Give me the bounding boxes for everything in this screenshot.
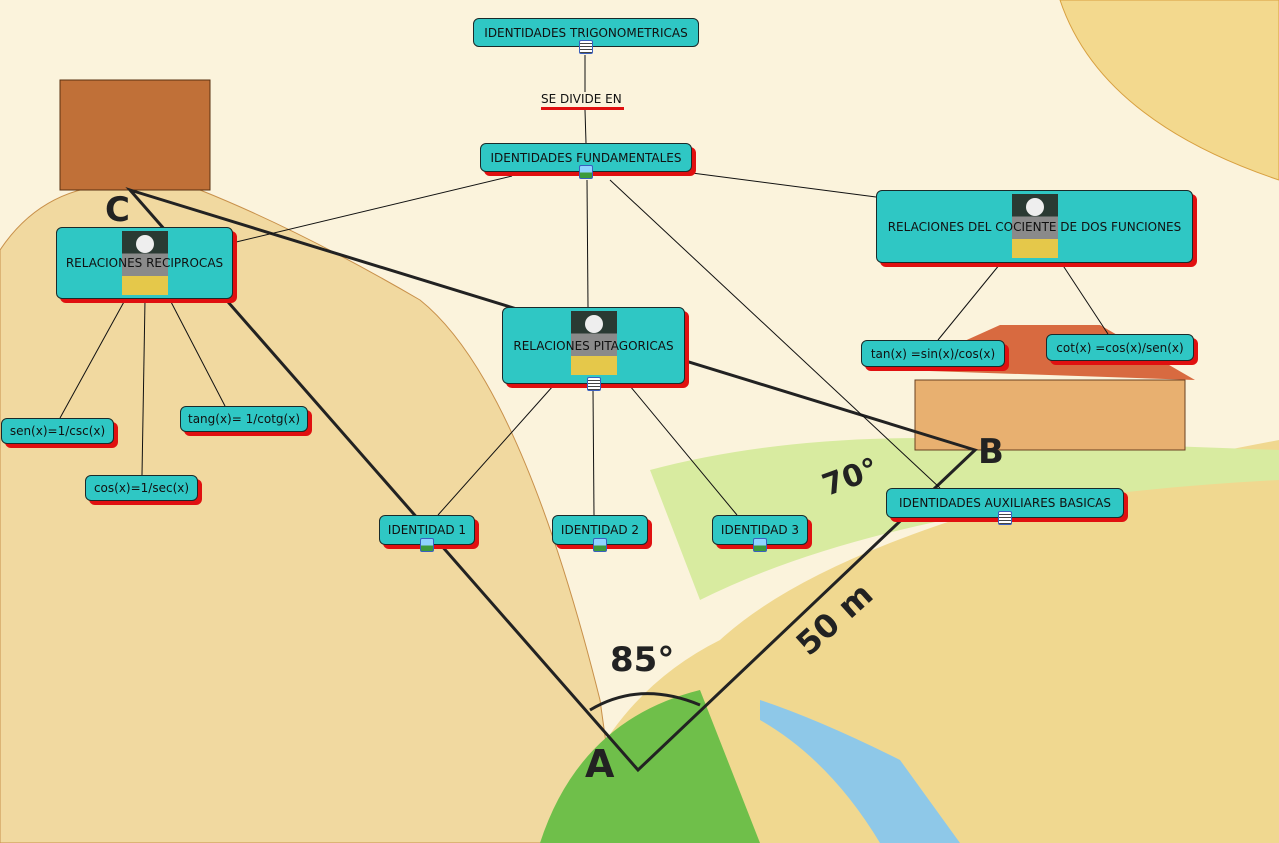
document-resource-icon[interactable]	[579, 40, 593, 54]
linking-phrase-se-divide-en[interactable]: SE DIVIDE EN	[541, 92, 624, 110]
concept-identidad-1[interactable]: IDENTIDAD 1	[379, 515, 475, 552]
einstein-image	[1011, 194, 1058, 258]
concept-label: IDENTIDADES FUNDAMENTALES	[490, 150, 682, 165]
einstein-image	[121, 231, 168, 295]
concept-label: RELACIONES DEL COCIENTE DE DOS FUNCIONES	[887, 219, 1182, 234]
concept-label: sen(x)=1/csc(x)	[9, 424, 106, 438]
angle-a-label: 85°	[610, 640, 675, 680]
concept-label: IDENTIDADES AUXILIARES BASICAS	[898, 496, 1112, 510]
vertex-b-label: B	[978, 432, 1004, 472]
concept-label: tan(x) =sin(x)/cos(x)	[870, 346, 996, 361]
concept-label: RELACIONES RECIPROCAS	[65, 256, 224, 270]
vertex-c-label: C	[105, 190, 130, 230]
concept-sen[interactable]: sen(x)=1/csc(x)	[1, 418, 114, 444]
concept-relaciones-reciprocas[interactable]: RELACIONES RECIPROCAS	[56, 227, 233, 299]
concept-label: IDENTIDAD 1	[387, 523, 467, 537]
concept-label: IDENTIDAD 2	[560, 523, 640, 537]
concept-label: cos(x)=1/sec(x)	[93, 481, 190, 495]
concept-identidades-fundamentales[interactable]: IDENTIDADES FUNDAMENTALES	[480, 143, 692, 179]
document-resource-icon[interactable]	[998, 511, 1012, 525]
concept-identidad-2[interactable]: IDENTIDAD 2	[552, 515, 648, 552]
concept-relaciones-cociente[interactable]: RELACIONES DEL COCIENTE DE DOS FUNCIONES	[876, 190, 1193, 263]
concept-tan[interactable]: tan(x) =sin(x)/cos(x)	[861, 340, 1005, 367]
image-resource-icon[interactable]	[579, 165, 593, 179]
concept-identidades-auxiliares[interactable]: IDENTIDADES AUXILIARES BASICAS	[886, 488, 1124, 525]
resource-icon[interactable]	[586, 377, 601, 391]
concept-cot[interactable]: cot(x) =cos(x)/sen(x)	[1046, 334, 1194, 361]
image-resource-icon[interactable]	[420, 538, 434, 552]
concept-identidad-3[interactable]: IDENTIDAD 3	[712, 515, 808, 552]
concept-label: RELACIONES PITAGORICAS	[513, 338, 674, 353]
image-resource-icon[interactable]	[753, 538, 767, 552]
concept-identidades-trigonometricas[interactable]: IDENTIDADES TRIGONOMETRICAS	[473, 18, 699, 54]
concept-label: IDENTIDADES TRIGONOMETRICAS	[484, 25, 688, 40]
concept-tang[interactable]: tang(x)= 1/cotg(x)	[180, 406, 308, 432]
concept-label: cot(x) =cos(x)/sen(x)	[1056, 340, 1184, 355]
einstein-image	[570, 311, 617, 375]
concept-label: tang(x)= 1/cotg(x)	[187, 412, 301, 426]
vertex-a-label: A	[585, 742, 615, 786]
image-resource-icon[interactable]	[593, 538, 607, 552]
concept-cos[interactable]: cos(x)=1/sec(x)	[85, 475, 198, 501]
concept-relaciones-pitagoricas[interactable]: RELACIONES PITAGORICAS	[502, 307, 685, 391]
concept-label: IDENTIDAD 3	[720, 523, 800, 537]
